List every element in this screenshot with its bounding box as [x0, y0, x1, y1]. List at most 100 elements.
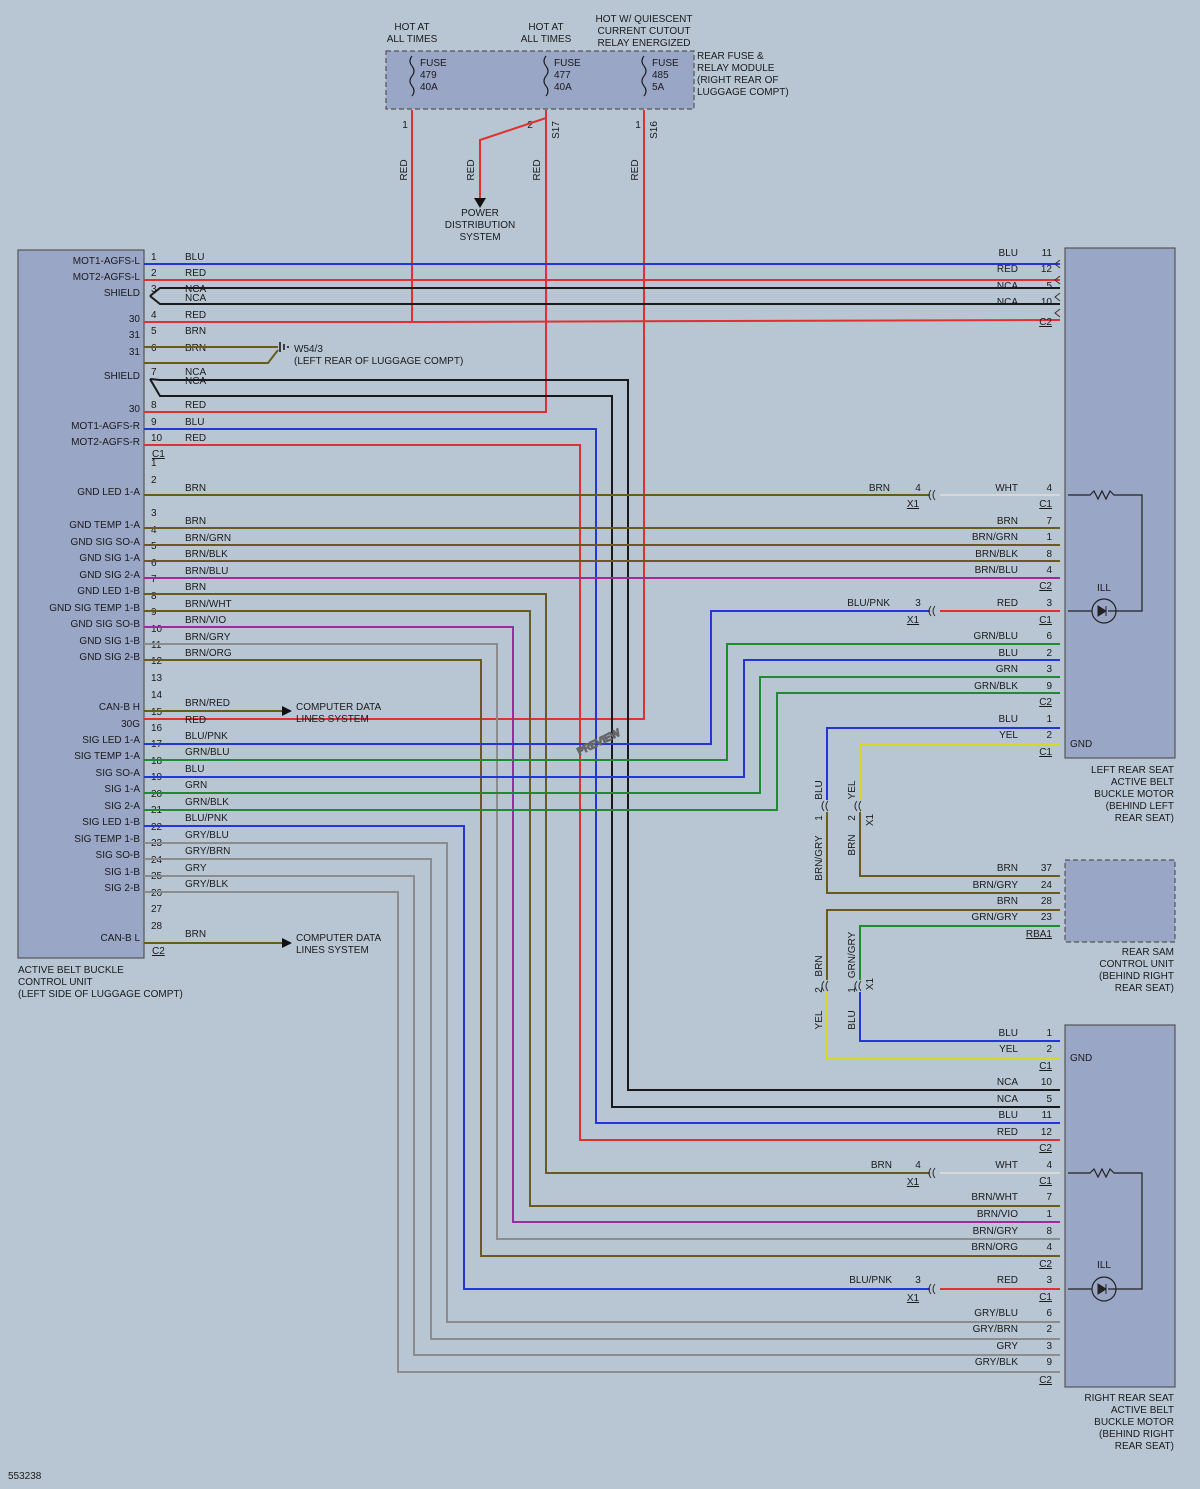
- pin-number: 3: [915, 1275, 921, 1286]
- pin-function-label: GND LED 1-A: [77, 487, 140, 498]
- wire-gnd-sigsob: [144, 626, 1060, 1223]
- pin-number: 4: [1046, 1160, 1052, 1171]
- fuse-symbol: [409, 55, 415, 97]
- wire-sig-led1a: [144, 610, 930, 745]
- pin-number: 10: [1041, 1077, 1053, 1088]
- fuse-module-label: LUGGAGE COMPT): [697, 87, 789, 98]
- pin-number: 12: [1041, 1127, 1053, 1138]
- connector-label: C2: [1039, 697, 1052, 708]
- pin-number: 7: [1046, 1192, 1052, 1203]
- pin-number: 22: [151, 822, 163, 833]
- wire-color-label: RED: [185, 433, 206, 444]
- pin-number: 2: [1046, 1324, 1052, 1335]
- wire-color-label: NCA: [997, 281, 1018, 292]
- pin-function-label: 30: [129, 404, 141, 415]
- fuse-heading: CURRENT CUTOUT: [598, 26, 691, 37]
- pin-function-label: GND TEMP 1-A: [69, 520, 140, 531]
- pin-number: 5: [151, 326, 157, 337]
- pin-number: 28: [151, 921, 163, 932]
- wire-color-label: BLU: [999, 1110, 1018, 1121]
- module-label: ACTIVE BELT: [1111, 1405, 1174, 1416]
- wire-shield-l2: [149, 295, 1060, 305]
- ground-label: W54/3: [294, 344, 323, 355]
- wire-x1-brn: [859, 812, 1060, 877]
- wire-color-label: GRY/BLU: [974, 1308, 1018, 1319]
- connector-label: X1: [865, 813, 876, 826]
- fuse-heading: ALL TIMES: [521, 34, 572, 45]
- ill-label: ILL: [1097, 1260, 1111, 1271]
- wire-color-label: RED: [466, 159, 477, 180]
- pin-function-label: SHIELD: [104, 288, 140, 299]
- wire-color-label: YEL: [814, 1010, 825, 1029]
- wire-color-label: BRN/WHT: [971, 1192, 1018, 1203]
- wire-x1b-brn: [826, 909, 1060, 980]
- wire-color-label: BRN/GRY: [973, 1226, 1019, 1237]
- connector-tick: [1054, 275, 1061, 285]
- pin-number: 2: [151, 268, 157, 279]
- pin-number: 3: [151, 284, 157, 295]
- pin-number: 5: [1046, 1094, 1052, 1105]
- pin-number: 10: [1041, 297, 1053, 308]
- wire-color-label: NCA: [185, 367, 206, 378]
- wire-color-label: BRN: [847, 834, 858, 855]
- wire-color-label: GRY/BRN: [185, 846, 230, 857]
- module-label: ACTIVE BELT: [1111, 777, 1174, 788]
- pin-function-label: MOT2-AGFS-L: [73, 272, 141, 283]
- pin-function-label: GND SIG 2-B: [79, 652, 140, 663]
- connector-label: C1: [1039, 1176, 1052, 1187]
- pin-number: 9: [151, 607, 157, 618]
- wire-gnd-temp1b: [144, 610, 1060, 1207]
- wire-gnd-sig1b: [144, 643, 1060, 1240]
- pin-function-label: SIG LED 1-B: [82, 817, 140, 828]
- pin-number: 5: [1046, 281, 1052, 292]
- fuse-module-label: RELAY MODULE: [697, 63, 775, 74]
- pin-number: 2: [527, 120, 533, 131]
- pin-function-label: GND LED 1-B: [77, 586, 140, 597]
- pin-number: 8: [1046, 549, 1052, 560]
- pin-function-label: MOT1-AGFS-R: [71, 421, 140, 432]
- pin-number: 4: [1046, 483, 1052, 494]
- pin-function-label: 30G: [121, 719, 140, 730]
- fuse-heading: HOT AT: [528, 22, 563, 33]
- wire-sig-temp1b: [144, 842, 1060, 1323]
- wire-color-label: BRN: [185, 929, 206, 940]
- pin-function-label: GND SIG TEMP 1-B: [49, 603, 140, 614]
- connector-tick: [1054, 308, 1061, 318]
- wire-color-label: BLU: [847, 1010, 858, 1029]
- wire-color-label: BLU: [999, 714, 1018, 725]
- can-label: LINES SYSTEM: [296, 945, 369, 956]
- module-label: LEFT REAR SEAT: [1091, 765, 1174, 776]
- pin-function-label: GND SIG 1-B: [79, 636, 140, 647]
- connector-label: X1: [907, 615, 920, 626]
- wire-color-label: BLU: [999, 648, 1018, 659]
- pin-number: 2: [814, 987, 825, 993]
- power-distribution-label: DISTRIBUTION: [445, 220, 516, 231]
- pin-number: 1: [1046, 1028, 1052, 1039]
- pin-function-label: GND SIG SO-A: [71, 537, 141, 548]
- fuse-label: 5A: [652, 82, 665, 93]
- wire-color-label: GRN/GRY: [847, 931, 858, 978]
- module-label: (BEHIND RIGHT: [1099, 971, 1174, 982]
- can-label: COMPUTER DATA: [296, 702, 382, 713]
- wire-sig-1a: [144, 676, 1060, 794]
- resistor-circuit: [1068, 1167, 1143, 1290]
- connector-tick: [1054, 292, 1061, 302]
- wire-color-label: GRY/BRN: [973, 1324, 1018, 1335]
- wire-color-label: NCA: [185, 376, 206, 387]
- fuse-label: FUSE: [554, 58, 581, 69]
- wire-gnd-sig2b: [144, 659, 1060, 1257]
- pin-number: 20: [151, 789, 163, 800]
- connector-label: RBA1: [1026, 929, 1053, 940]
- pin-number: 12: [1041, 264, 1053, 275]
- ground-label: (LEFT REAR OF LUGGAGE COMPT): [294, 356, 463, 367]
- wire-color-label: GRY: [185, 863, 207, 874]
- connector-label: C1: [1039, 1292, 1052, 1303]
- wire-color-label: BLU/PNK: [185, 731, 228, 742]
- wire-color-label: RED: [185, 310, 206, 321]
- pin-function-label: SIG SO-A: [96, 768, 141, 779]
- ground-icon: [279, 342, 289, 352]
- fuse-label: 477: [554, 70, 571, 81]
- module-label: BUCKLE MOTOR: [1094, 789, 1174, 800]
